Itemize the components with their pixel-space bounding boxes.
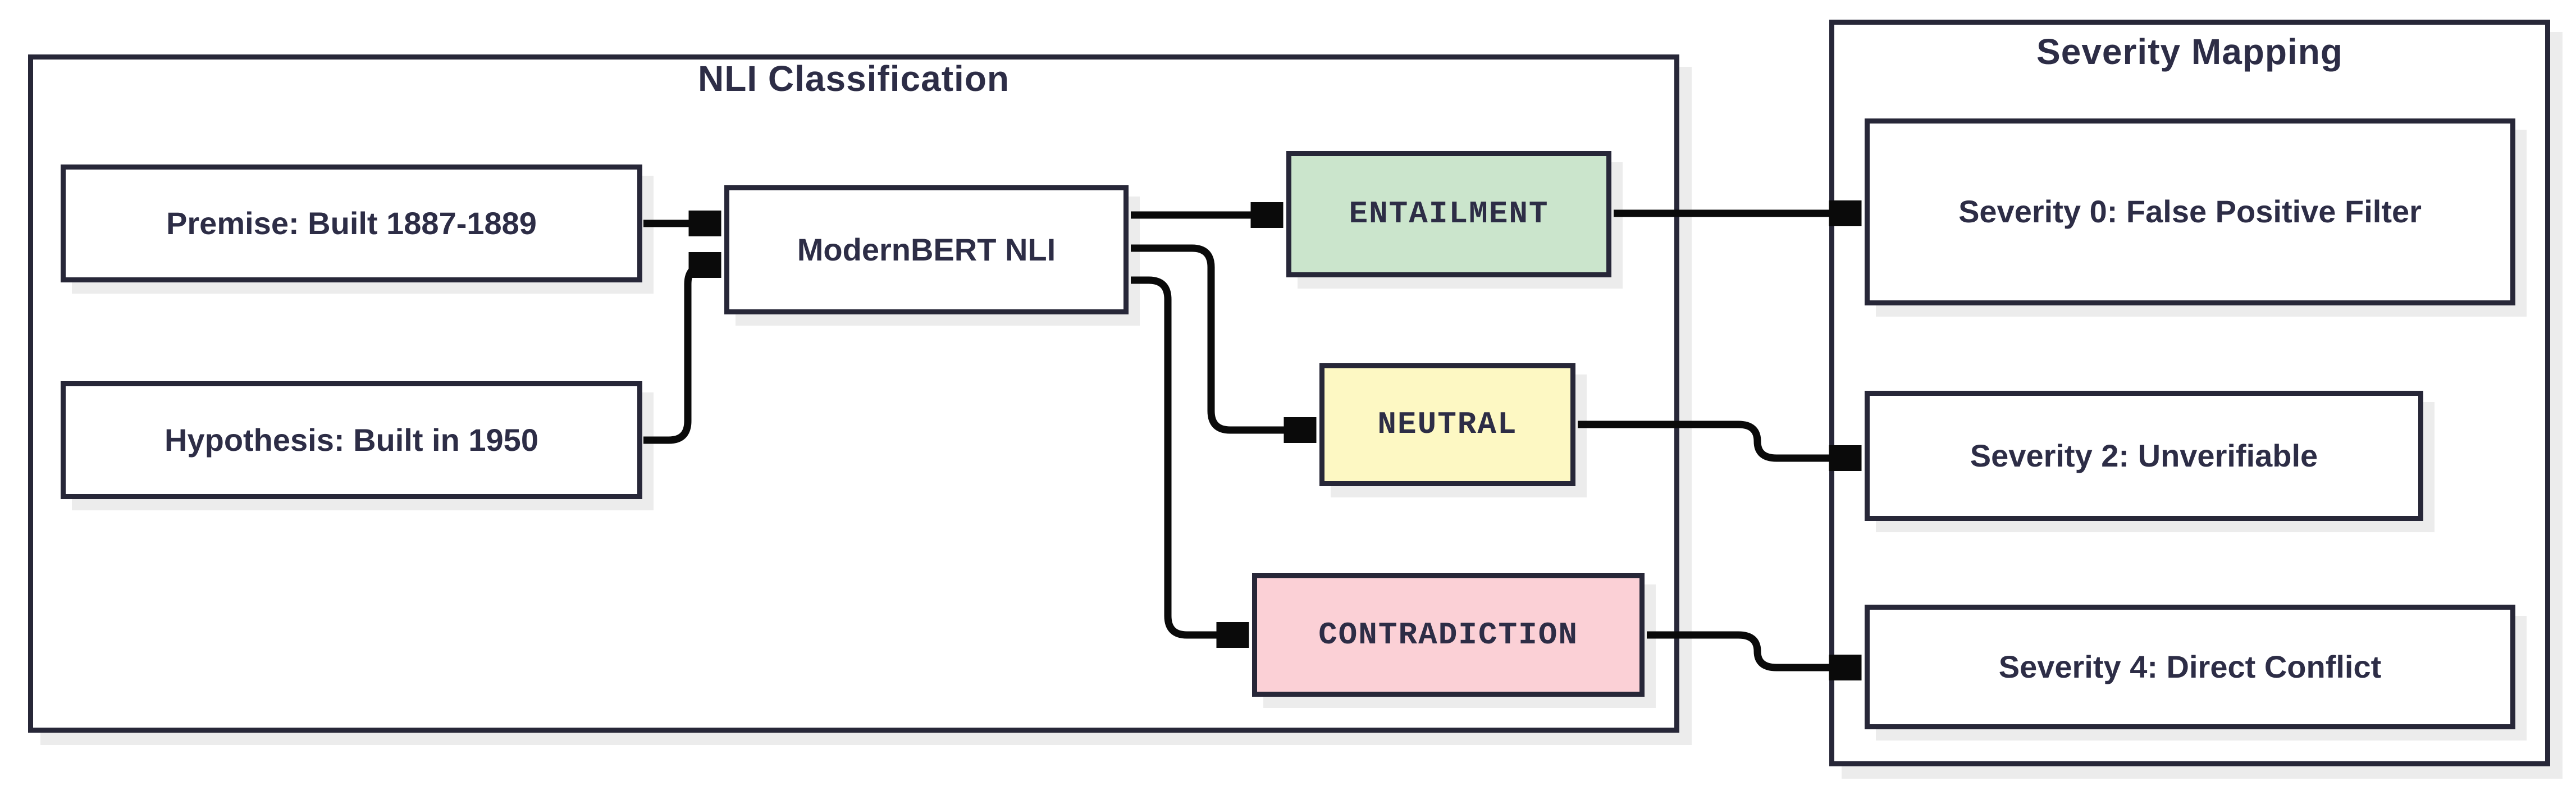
premise-label: Premise: Built 1887-1889 <box>166 205 537 241</box>
neutral-label: NEUTRAL <box>1377 406 1518 443</box>
hypothesis-label: Hypothesis: Built in 1950 <box>165 422 538 458</box>
severity-4-node: Severity 4: Direct Conflict <box>1865 605 2515 729</box>
severity-0-label: Severity 0: False Positive Filter <box>1958 194 2422 230</box>
modernbert-nli-label: ModernBERT NLI <box>797 231 1056 267</box>
entailment-node: ENTAILMENT <box>1286 151 1611 277</box>
modernbert-nli-node: ModernBERT NLI <box>724 185 1129 314</box>
severity-2-label: Severity 2: Unverifiable <box>1970 437 2318 473</box>
nli-classification-title: NLI Classification <box>698 58 1010 99</box>
hypothesis-node: Hypothesis: Built in 1950 <box>61 381 642 499</box>
severity-0-node: Severity 0: False Positive Filter <box>1865 118 2515 305</box>
contradiction-node: CONTRADICTION <box>1252 573 1645 697</box>
neutral-node: NEUTRAL <box>1319 363 1575 486</box>
premise-node: Premise: Built 1887-1889 <box>61 164 642 282</box>
severity-mapping-title: Severity Mapping <box>2036 31 2343 72</box>
severity-4-label: Severity 4: Direct Conflict <box>1998 648 2382 684</box>
contradiction-label: CONTRADICTION <box>1318 616 1578 653</box>
entailment-label: ENTAILMENT <box>1349 196 1549 232</box>
severity-2-node: Severity 2: Unverifiable <box>1865 391 2423 521</box>
